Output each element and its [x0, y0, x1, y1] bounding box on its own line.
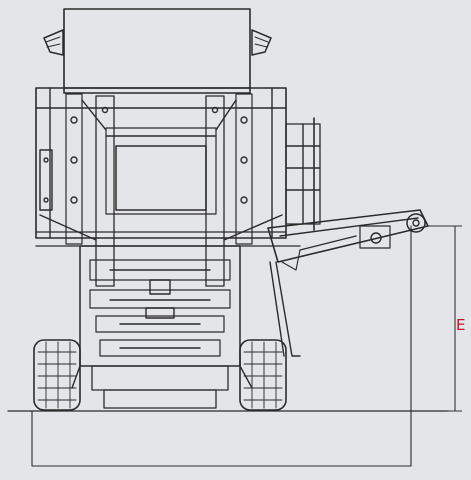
- left-track: [33, 339, 81, 411]
- dimension-e: [428, 225, 462, 412]
- side-conveyor: [267, 209, 429, 357]
- side-ladder: [285, 117, 321, 231]
- crusher-chamber: [71, 245, 253, 409]
- dimension-e-label: E: [456, 316, 465, 334]
- main-frame: [35, 87, 301, 287]
- left-panel-detail: [39, 149, 53, 211]
- dimension-base-frame: [31, 225, 412, 467]
- hopper: [43, 8, 272, 94]
- right-track: [239, 339, 287, 411]
